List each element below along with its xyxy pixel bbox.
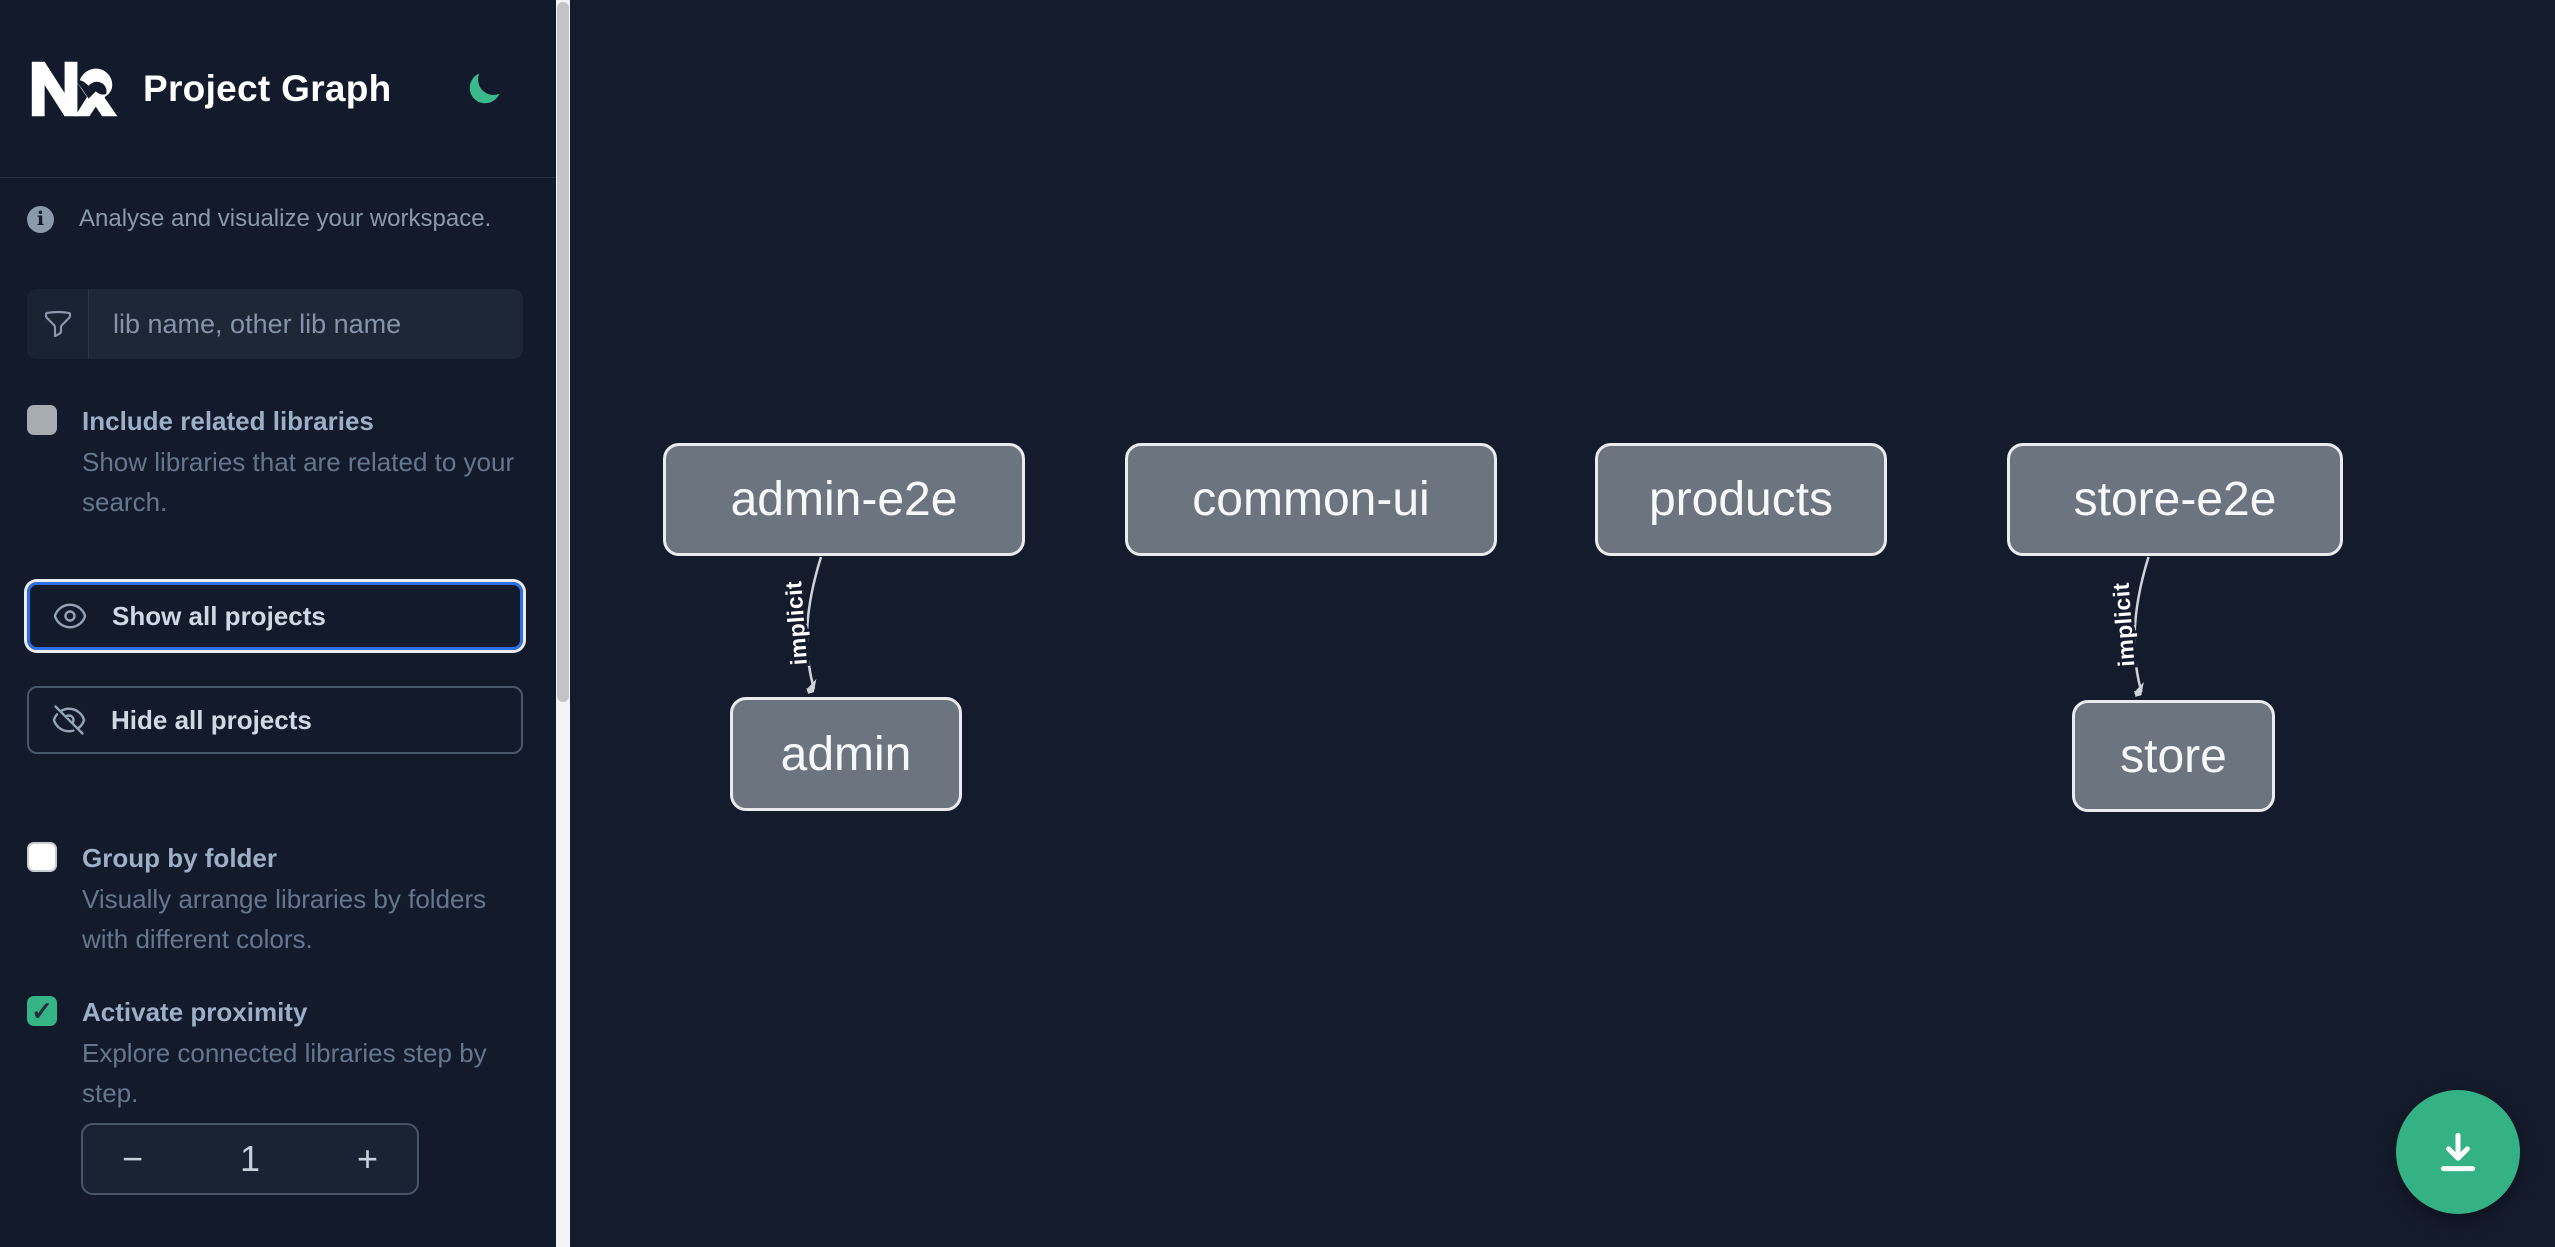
filter-icon-cell (27, 289, 89, 359)
graph-node-admin[interactable]: admin (730, 697, 962, 811)
theme-toggle-button[interactable] (462, 67, 506, 111)
include-related-label: Include related libraries (82, 406, 374, 436)
group-by-folder-block: Group by folder Visually arrange librari… (27, 838, 523, 959)
checkmark-icon: ✓ (31, 996, 53, 1026)
stepper-value[interactable]: 1 (239, 1138, 261, 1179)
eye-icon (53, 603, 87, 629)
edge-label-admin-e2e-admin: implicit (780, 580, 812, 666)
eye-slash-icon (52, 705, 86, 735)
activate-proximity-block: ✓ Activate proximity Explore connected l… (27, 992, 523, 1113)
edge-layer: implicit implicit (777, 556, 2150, 1247)
group-by-folder-label: Group by folder (82, 843, 277, 873)
moon-icon (469, 73, 500, 103)
activate-proximity-label: Activate proximity (82, 997, 308, 1027)
save-image-button[interactable] (2396, 1090, 2520, 1214)
download-icon (2440, 1132, 2476, 1172)
edge-store-e2e-store (2134, 556, 2150, 692)
show-all-projects-label: Show all projects (112, 600, 326, 631)
graph-node-admin-e2e[interactable]: admin-e2e (663, 443, 1025, 556)
workspace-tagline: Analyse and visualize your workspace. (79, 205, 492, 232)
graph-node-store-e2e[interactable]: store-e2e (2007, 443, 2343, 556)
sidebar-header: Project Graph (0, 0, 556, 178)
group-by-folder-checkbox[interactable] (27, 842, 57, 872)
include-related-desc: Show libraries that are related to your … (82, 447, 515, 517)
edge-label-store-e2e-store: implicit (2108, 581, 2140, 667)
workspace-info-row: Analyse and visualize your workspace. (27, 205, 526, 233)
stepper-increment-button[interactable]: + (318, 1125, 417, 1193)
info-icon (27, 205, 54, 233)
graph-canvas[interactable]: implicit implicit admin-e2e common-ui produ… (570, 0, 2555, 1247)
hide-all-projects-label: Hide all projects (111, 704, 312, 735)
sidebar-scrollbar-thumb[interactable] (557, 2, 569, 702)
activate-proximity-checkbox[interactable]: ✓ (27, 996, 57, 1026)
activate-proximity-desc: Explore connected libraries step by step… (82, 1038, 487, 1108)
edge-admin-e2e-admin (807, 556, 823, 689)
project-filter (27, 289, 523, 359)
page-title: Project Graph (143, 67, 392, 109)
hide-all-projects-button[interactable]: Hide all projects (27, 686, 523, 754)
sidebar: Project Graph Analyse and visualize your… (0, 0, 556, 1247)
nx-logo (27, 55, 123, 123)
graph-node-common-ui[interactable]: common-ui (1125, 443, 1497, 556)
include-related-block: Include related libraries Show libraries… (27, 401, 523, 522)
group-by-folder-desc: Visually arrange libraries by folders wi… (82, 884, 487, 954)
sidebar-scrollbar-track (556, 0, 570, 1247)
stepper-decrement-button[interactable]: − (83, 1125, 182, 1193)
graph-node-store[interactable]: store (2072, 700, 2275, 812)
graph-node-products[interactable]: products (1595, 443, 1887, 556)
filter-input[interactable] (89, 289, 523, 359)
funnel-icon (44, 310, 71, 338)
proximity-depth-stepper: − 1 + (81, 1123, 419, 1195)
show-all-projects-button[interactable]: Show all projects (27, 582, 523, 650)
include-related-checkbox[interactable] (27, 405, 57, 435)
